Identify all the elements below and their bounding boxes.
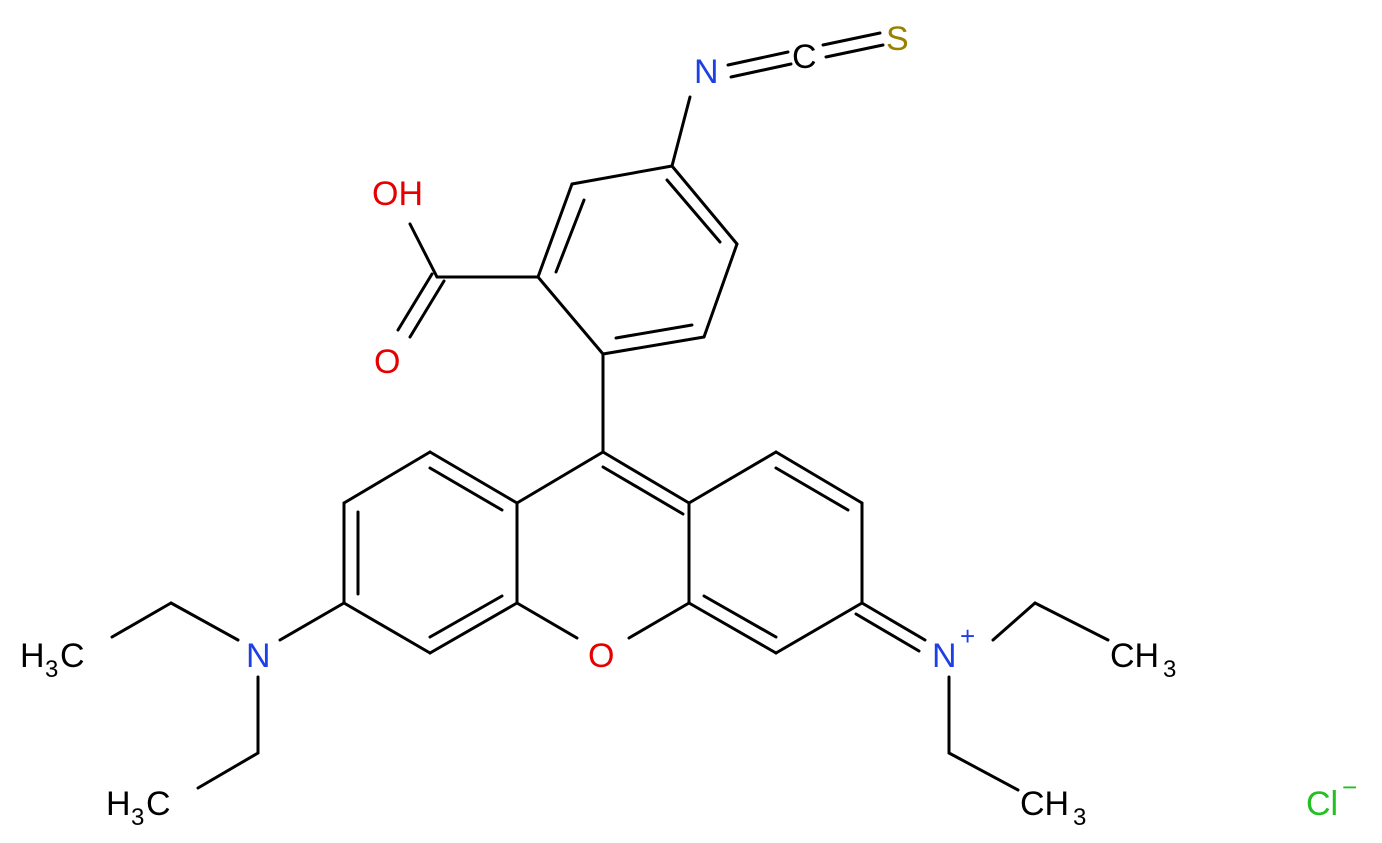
bond-c-s-double-2 <box>824 43 885 59</box>
bond-l1 <box>428 450 519 505</box>
bond-amine-ethyl1 <box>169 601 240 642</box>
bond-l4 <box>342 601 432 655</box>
bond-ring2-a <box>570 164 674 186</box>
methyl-3-sub-label: 3 <box>1163 656 1176 683</box>
methyl-1-sub-label: 3 <box>45 656 58 683</box>
bond-r5 <box>687 601 778 655</box>
bond-ring2-d <box>601 335 706 356</box>
bond-ring2-e <box>702 242 739 339</box>
bond-ring2-b-inner <box>554 198 586 274</box>
bond-l5-inner <box>428 594 504 639</box>
bond-c-n-double-2 <box>854 612 921 653</box>
bond-r2 <box>774 450 864 505</box>
bond-ethyl4-ch3 <box>947 751 1020 792</box>
bond-r4 <box>774 601 864 655</box>
bond-l2 <box>342 450 432 505</box>
bond-ring2-b <box>536 182 574 279</box>
carbonyl-o-label: O <box>374 343 400 381</box>
methyl-2-c-label: C <box>146 785 171 823</box>
isothiocyanate-s-label: S <box>886 20 909 58</box>
amine-n-label: N <box>246 637 271 675</box>
bond-c9-right <box>601 450 691 505</box>
methyl-2-h-label: H <box>106 785 131 823</box>
methyl-1-c-label: C <box>60 637 85 675</box>
bond-r1 <box>687 450 778 505</box>
isothiocyanate-c-label: C <box>792 38 817 76</box>
bond-c9-left <box>515 450 605 505</box>
bonds <box>110 31 1110 792</box>
bond-o-left <box>515 601 579 640</box>
bond-o-right <box>627 601 691 640</box>
bond-ethyl2-ch3 <box>196 751 260 790</box>
ring-o-label: O <box>588 637 614 675</box>
bond-ring-to-amine <box>278 601 346 642</box>
bond-r2-inner <box>774 466 850 512</box>
iminium-n-label: N <box>932 637 957 675</box>
bond-ring2-d-inner <box>614 323 694 340</box>
bond-c-n-double-1 <box>860 601 927 642</box>
chloride-charge-label: − <box>1342 772 1357 802</box>
bond-c-o-double-2 <box>408 279 446 339</box>
isothiocyanate-n-label: N <box>694 53 719 91</box>
bond-ethyl1-ch3 <box>110 601 173 639</box>
bond-n-c-double-1 <box>726 50 790 67</box>
bond-c9-right-inner <box>601 465 685 516</box>
bond-ring-to-n <box>670 95 692 168</box>
bond-r5-inner <box>702 594 778 639</box>
methyl-1-h-label: H <box>20 637 45 675</box>
bond-iminium-ethyl1 <box>991 601 1037 642</box>
methyl-2-sub-label: 3 <box>131 804 144 831</box>
methyl-3-label: CH <box>1110 637 1159 675</box>
bond-l5 <box>428 601 519 655</box>
bond-l1-inner <box>428 466 504 512</box>
atom-labels: N C S OH O O N N + H 3 C H 3 C CH 3 CH 3… <box>20 20 1357 831</box>
methyl-4-label: CH <box>1020 785 1069 823</box>
bond-c-o-double-1 <box>396 272 434 332</box>
bond-c-s-double-1 <box>821 31 882 47</box>
bond-c-oh <box>408 222 439 279</box>
bond-ring2-c <box>536 275 605 356</box>
bond-n-c-double-2 <box>729 62 793 79</box>
methyl-4-sub-label: 3 <box>1073 804 1086 831</box>
chloride-label: Cl <box>1306 785 1338 823</box>
bond-ethyl3-ch3 <box>1033 601 1110 642</box>
bond-ring2-f <box>670 164 739 246</box>
iminium-charge-label: + <box>960 621 975 651</box>
hydroxyl-label: OH <box>372 175 423 213</box>
bond-ring2-f-inner <box>665 178 722 244</box>
